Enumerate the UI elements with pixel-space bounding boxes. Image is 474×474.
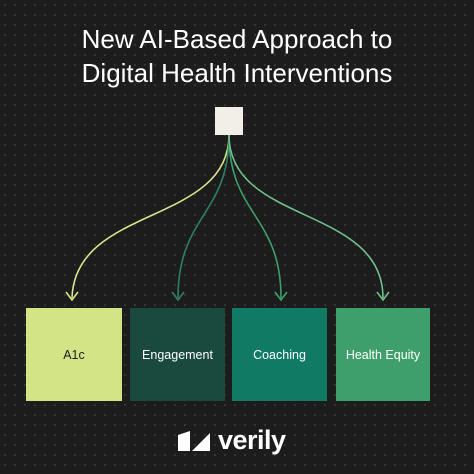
logo-text: verily bbox=[218, 425, 286, 455]
target-label-a1c: A1c bbox=[63, 347, 85, 362]
target-label-coaching: Coaching bbox=[253, 347, 306, 362]
verily-mark-icon bbox=[178, 431, 210, 451]
title-line-1: New AI-Based Approach to bbox=[81, 24, 393, 54]
arrow-to-coaching bbox=[228, 134, 282, 299]
target-box-engagement: Engagement bbox=[130, 308, 225, 401]
arrowhead-health-equity bbox=[376, 291, 390, 302]
target-box-coaching: Coaching bbox=[232, 308, 327, 401]
title-line-2: Digital Health Interventions bbox=[81, 58, 393, 88]
arrow-to-health-equity bbox=[228, 134, 384, 299]
target-label-engagement: Engagement bbox=[142, 347, 213, 362]
arrow-to-a1c bbox=[71, 134, 230, 299]
target-box-health-equity: Health Equity bbox=[336, 308, 430, 401]
arrowhead-a1c bbox=[65, 291, 79, 302]
source-node bbox=[215, 107, 243, 135]
arrowhead-coaching bbox=[274, 291, 288, 302]
target-label-health-equity: Health Equity bbox=[345, 347, 421, 362]
arrow-to-engagement bbox=[177, 134, 230, 299]
target-box-a1c: A1c bbox=[26, 308, 122, 401]
arrowhead-engagement bbox=[171, 291, 185, 302]
verily-logo: verily bbox=[178, 422, 286, 458]
diagram-title: New AI-Based Approach to Digital Health … bbox=[0, 22, 474, 90]
